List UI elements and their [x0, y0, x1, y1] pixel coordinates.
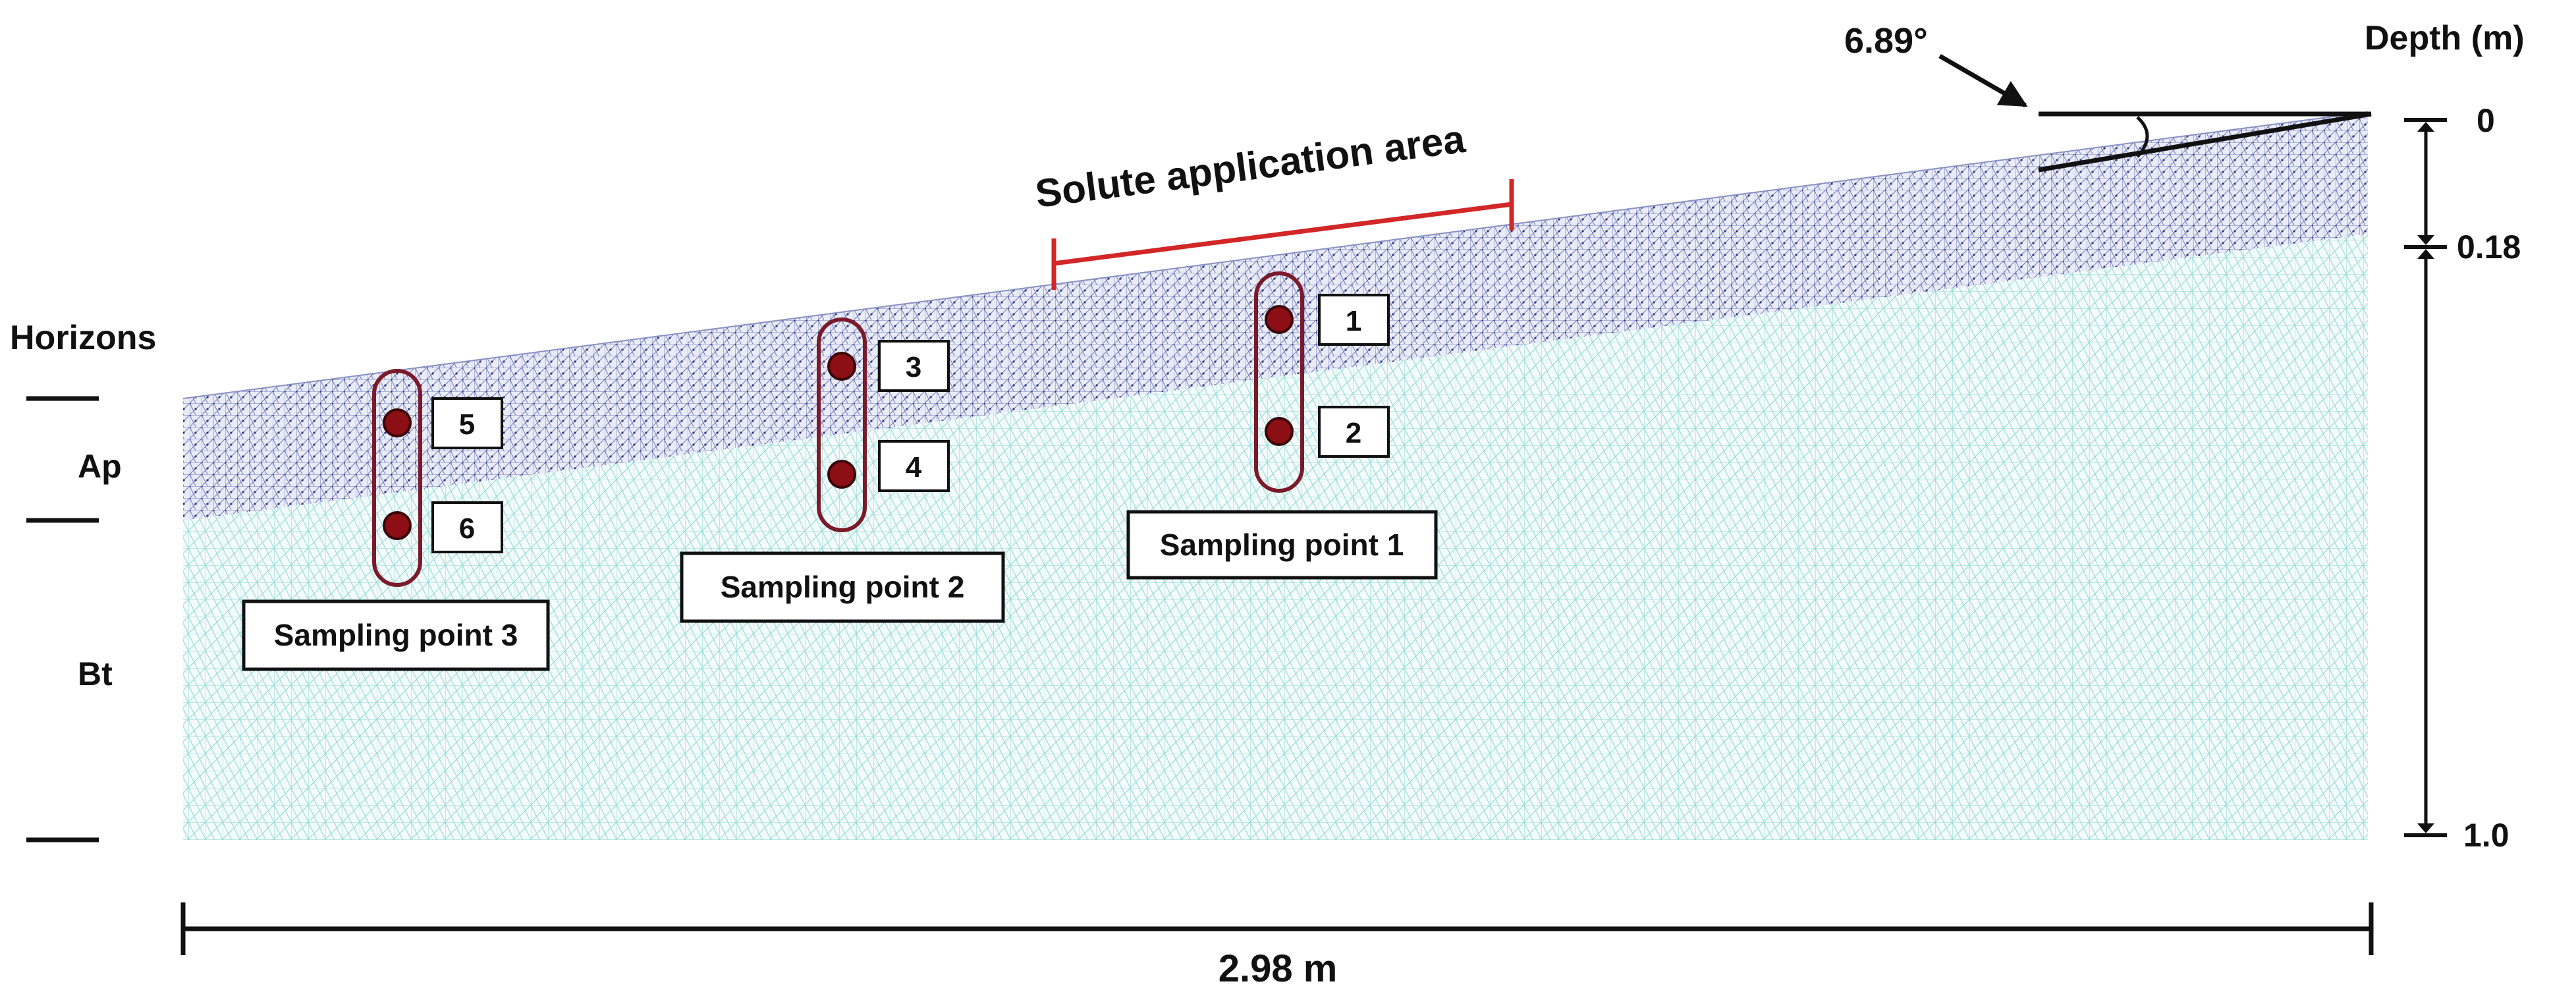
depth-arrow-018-down	[2417, 249, 2434, 259]
sampling-dot	[827, 460, 856, 489]
marker-label: 2	[1346, 417, 1361, 449]
sampling-label: Sampling point 2	[721, 570, 965, 604]
horizons-title: Horizons	[10, 319, 156, 357]
depth-arrow-018-up	[2417, 235, 2434, 245]
depth-axis-title: Depth (m)	[2365, 19, 2525, 57]
depth-tick-label-0: 0	[2477, 102, 2495, 139]
soil-surface-line	[182, 111, 2369, 399]
marker-label: 6	[459, 512, 475, 545]
sampling-outline	[1254, 271, 1304, 493]
sampling-outline	[372, 369, 422, 587]
marker-box	[1318, 406, 1390, 458]
marker-label: 5	[459, 408, 475, 441]
angle-label: 6.89°	[1844, 21, 1928, 61]
sampling-outline	[817, 318, 867, 532]
sampling-point-1: 1 2 Sampling point 1	[1126, 271, 1438, 580]
angle-arrow	[1938, 53, 2028, 108]
angle-arc	[2136, 116, 2149, 158]
sampling-dot	[383, 408, 412, 437]
sampling-point-3: 5 6 Sampling point 3	[242, 369, 550, 671]
sampling-point-2: 3 4 Sampling point 2	[680, 318, 1005, 623]
sampling-dot	[1265, 305, 1294, 334]
slope-angle-indicator: 6.89°	[1844, 21, 2372, 173]
horizon-label-bt: Bt	[78, 655, 113, 692]
horizons-legend: Horizons Ap Bt	[10, 319, 156, 842]
solute-bar	[1053, 202, 1512, 266]
marker-label: 3	[906, 351, 921, 383]
sampling-label: Sampling point 1	[1160, 528, 1404, 562]
horizon-label-ap: Ap	[78, 448, 122, 485]
sampling-label: Sampling point 3	[274, 618, 518, 652]
width-label: 2.98 m	[1219, 947, 1338, 990]
solute-label: Solute application area	[1033, 117, 1468, 216]
sampling-dot	[827, 352, 856, 381]
sampling-label-box	[242, 599, 550, 671]
depth-tick-label-1: 1.0	[2463, 817, 2509, 854]
marker-box	[878, 340, 950, 392]
marker-box	[431, 397, 503, 449]
mesh-domain	[183, 112, 2368, 840]
sampling-dot	[1265, 417, 1294, 446]
marker-box	[878, 440, 950, 492]
slope-reference-line	[2038, 111, 2372, 173]
depth-tick-label-018: 0.18	[2457, 229, 2521, 265]
depth-arrow-0-down	[2417, 122, 2434, 132]
marker-label: 4	[906, 451, 922, 483]
sampling-label-box	[680, 551, 1005, 623]
depth-axis: Depth (m) 0 0.18 1.0	[2365, 19, 2525, 854]
marker-label: 1	[1346, 305, 1361, 337]
depth-arrow-1-up	[2417, 823, 2434, 833]
marker-box	[431, 501, 503, 553]
width-dimension: 2.98 m	[180, 902, 2374, 990]
marker-box	[1318, 294, 1390, 346]
sampling-label-box	[1126, 510, 1438, 580]
sampling-dot	[383, 511, 412, 540]
